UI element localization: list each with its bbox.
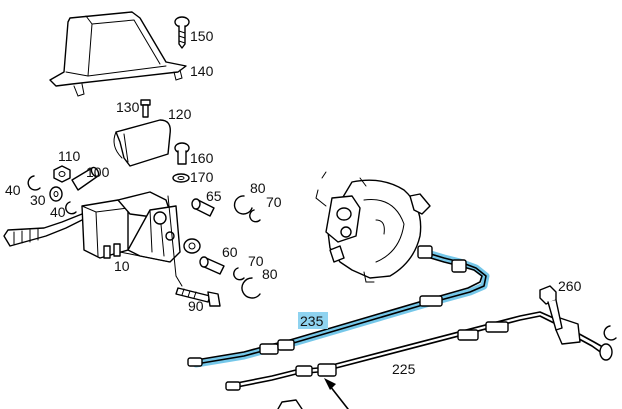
part-40-circlip-lower[interactable] <box>65 201 77 215</box>
bushing <box>183 238 201 254</box>
brake-backing-plate <box>315 171 431 283</box>
part-40-circlip-upper[interactable] <box>27 175 41 191</box>
callout-170: 170 <box>190 169 214 185</box>
callout-30: 30 <box>30 192 46 208</box>
part-80-circlip-lower[interactable] <box>241 277 261 299</box>
callout-150: 150 <box>190 28 214 44</box>
callout-labels: 150 140 130 120 160 170 110 100 40 30 40… <box>5 28 582 377</box>
callout-235[interactable]: 235 <box>300 313 324 329</box>
part-110-nut[interactable] <box>53 165 71 183</box>
part-60-pin[interactable] <box>199 256 225 275</box>
part-120-grip[interactable] <box>113 119 171 167</box>
callout-70-upper: 70 <box>266 194 282 210</box>
pointer-arrow-icon <box>324 378 349 409</box>
part-100-pin[interactable] <box>71 166 100 191</box>
leader-lines-lever <box>167 195 183 287</box>
callout-130: 130 <box>116 99 140 115</box>
callout-110: 110 <box>58 148 81 164</box>
callout-70-lower: 70 <box>248 253 264 269</box>
callout-235-highlight <box>298 312 328 329</box>
partial-part-bottom <box>277 399 303 409</box>
part-65-pin[interactable] <box>191 198 215 217</box>
callout-10: 10 <box>114 258 130 274</box>
callout-40-upper: 40 <box>5 182 21 198</box>
part-225-cable[interactable] <box>225 311 613 391</box>
circlip-right <box>603 325 617 341</box>
part-160-bolt[interactable] <box>174 142 190 165</box>
part-130-bolt[interactable] <box>140 99 151 118</box>
part-30-washer[interactable] <box>49 186 63 202</box>
part-80-circlip-upper[interactable] <box>233 195 253 215</box>
part-150-screw[interactable] <box>174 16 190 49</box>
part-235-cable-highlighted[interactable] <box>187 245 490 368</box>
callout-90: 90 <box>188 298 204 314</box>
part-70-circlip-upper[interactable] <box>249 209 261 223</box>
callout-100: 100 <box>86 164 110 180</box>
part-10-lever-assembly[interactable] <box>3 191 181 263</box>
part-90-bolt[interactable] <box>175 287 221 307</box>
callout-80-upper: 80 <box>250 180 266 196</box>
part-140-lever-cover[interactable] <box>49 11 187 97</box>
callout-160: 160 <box>190 150 214 166</box>
callout-40-lower: 40 <box>50 204 66 220</box>
callout-65: 65 <box>206 188 222 204</box>
callout-80-lower: 80 <box>262 266 278 282</box>
part-70-circlip-lower[interactable] <box>233 267 245 281</box>
callout-140: 140 <box>190 63 214 79</box>
part-170-washer[interactable] <box>172 173 190 183</box>
callout-225: 225 <box>392 361 416 377</box>
callout-260: 260 <box>558 278 582 294</box>
part-260-bolt[interactable] <box>539 285 563 331</box>
callout-60: 60 <box>222 244 238 260</box>
callout-120: 120 <box>168 106 192 122</box>
